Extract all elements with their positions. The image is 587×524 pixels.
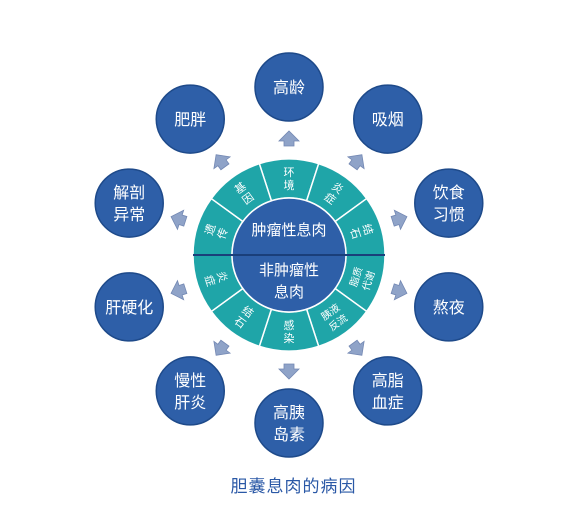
factor-node: 熬夜	[414, 272, 484, 342]
arrow-icon	[346, 154, 365, 171]
factor-circle	[155, 84, 226, 154]
ring-segment-label: 感染	[284, 319, 295, 345]
ring-segment-text: 症	[202, 273, 219, 288]
arrow-icon	[346, 339, 365, 356]
ring-segment-text: 环	[284, 166, 295, 179]
factor-node: 高龄	[254, 52, 324, 122]
factor-circle	[94, 272, 164, 342]
factor-label: 饮食	[433, 183, 465, 202]
ring-segment-text: 感	[284, 319, 295, 332]
factor-circle	[94, 168, 164, 238]
arrow-icon	[170, 209, 188, 231]
factor-circle	[414, 272, 484, 342]
factor-circle	[254, 388, 324, 458]
non-neoplastic-polyp-label: 非肿瘤性	[259, 261, 319, 279]
ring-segment-label: 结石	[347, 222, 375, 240]
arrow-icon	[213, 154, 232, 171]
factor-label: 熬夜	[433, 298, 465, 317]
factor-circle	[352, 356, 423, 426]
arrows-group	[170, 130, 408, 380]
factor-label: 肝炎	[174, 393, 206, 412]
ring-segment-label: 环境	[284, 166, 295, 192]
non-neoplastic-polyp-label: 息肉	[274, 283, 304, 301]
arrow-icon	[390, 279, 408, 301]
factor-label: 慢性	[174, 371, 206, 390]
factor-label: 高胰	[273, 403, 305, 422]
factor-label: 解剖	[113, 183, 145, 202]
arrow-icon	[278, 363, 300, 380]
factor-label: 异常	[113, 205, 145, 224]
factor-node: 肝硬化	[94, 272, 164, 342]
ring-segment-label: 遗传	[202, 222, 231, 241]
factor-circle	[414, 168, 484, 238]
ring-segment-text: 结	[360, 222, 376, 236]
ring-segment-label: 炎症	[202, 270, 230, 288]
factor-label: 吸烟	[372, 110, 404, 129]
ring-segment-text: 传	[215, 226, 231, 240]
ring-segment-text: 石	[347, 226, 363, 240]
arrow-icon	[390, 209, 408, 231]
factor-circle	[254, 52, 324, 122]
factor-circle	[155, 356, 226, 426]
ring-segment-text: 遗	[202, 222, 219, 237]
arrow-icon	[213, 339, 232, 356]
diagram-caption: 胆囊息肉的病因	[230, 477, 357, 497]
neoplastic-polyp-label: 肿瘤性息肉	[251, 221, 326, 239]
ring-segment-text: 境	[284, 178, 295, 192]
factor-circle	[352, 84, 423, 154]
factor-node: 吸烟	[352, 84, 423, 154]
factor-label: 肝硬化	[105, 298, 153, 317]
factor-label: 岛素	[273, 425, 305, 444]
factor-label: 习惯	[433, 205, 465, 224]
arrow-icon	[170, 279, 188, 301]
factor-label: 高脂	[372, 371, 404, 390]
ring-segment-text: 炎	[214, 270, 230, 284]
factor-node: 肥胖	[155, 84, 226, 154]
factor-label: 血症	[372, 393, 404, 412]
factor-label: 肥胖	[174, 110, 206, 129]
ring-segment-text: 染	[284, 331, 295, 345]
arrow-icon	[278, 130, 300, 147]
factor-label: 高龄	[273, 78, 305, 97]
